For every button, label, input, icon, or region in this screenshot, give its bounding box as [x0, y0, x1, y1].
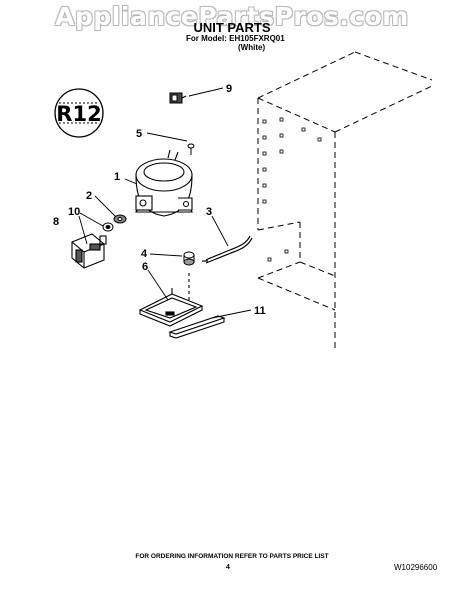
color-label: (White) [238, 43, 266, 52]
r12-text: R12 [56, 102, 101, 126]
model-label: For Model: EH105FXRQ01 [186, 34, 285, 43]
part-5-screw [187, 143, 195, 155]
callout-6: 6 [142, 261, 148, 273]
callout-9: 9 [226, 83, 232, 95]
callout-labels: 9 5 1 2 3 10 8 4 6 11 [53, 83, 266, 317]
part-2-grommet [113, 214, 127, 224]
watermark: AppliancePartsPros.com [55, 2, 409, 31]
callout-10: 10 [68, 206, 80, 218]
r12-badge [54, 88, 104, 138]
leader-lines [78, 87, 252, 319]
part-1-compressor [134, 149, 193, 217]
part-6-base [138, 270, 204, 327]
part-11-rail [168, 315, 226, 339]
callout-5: 5 [136, 128, 142, 140]
callout-3: 3 [206, 206, 212, 218]
ordering-note: FOR ORDERING INFORMATION REFER TO PARTS … [135, 553, 329, 560]
part-9-clip [169, 92, 187, 104]
part-8-relay [71, 233, 107, 269]
callout-1: 1 [114, 171, 120, 183]
part-4-grommet [183, 251, 195, 266]
cabinet-holes [262, 117, 322, 262]
document-number: W10296600 [394, 563, 438, 572]
callout-2: 2 [86, 190, 92, 202]
part-3-tube [202, 235, 253, 264]
callout-8: 8 [53, 216, 59, 228]
page-number: 4 [226, 564, 230, 571]
page-title: UNIT PARTS [193, 20, 271, 35]
part-10-bushing [102, 222, 114, 232]
callout-11: 11 [254, 305, 266, 317]
cabinet-outline [257, 51, 433, 350]
callout-4: 4 [141, 248, 148, 260]
